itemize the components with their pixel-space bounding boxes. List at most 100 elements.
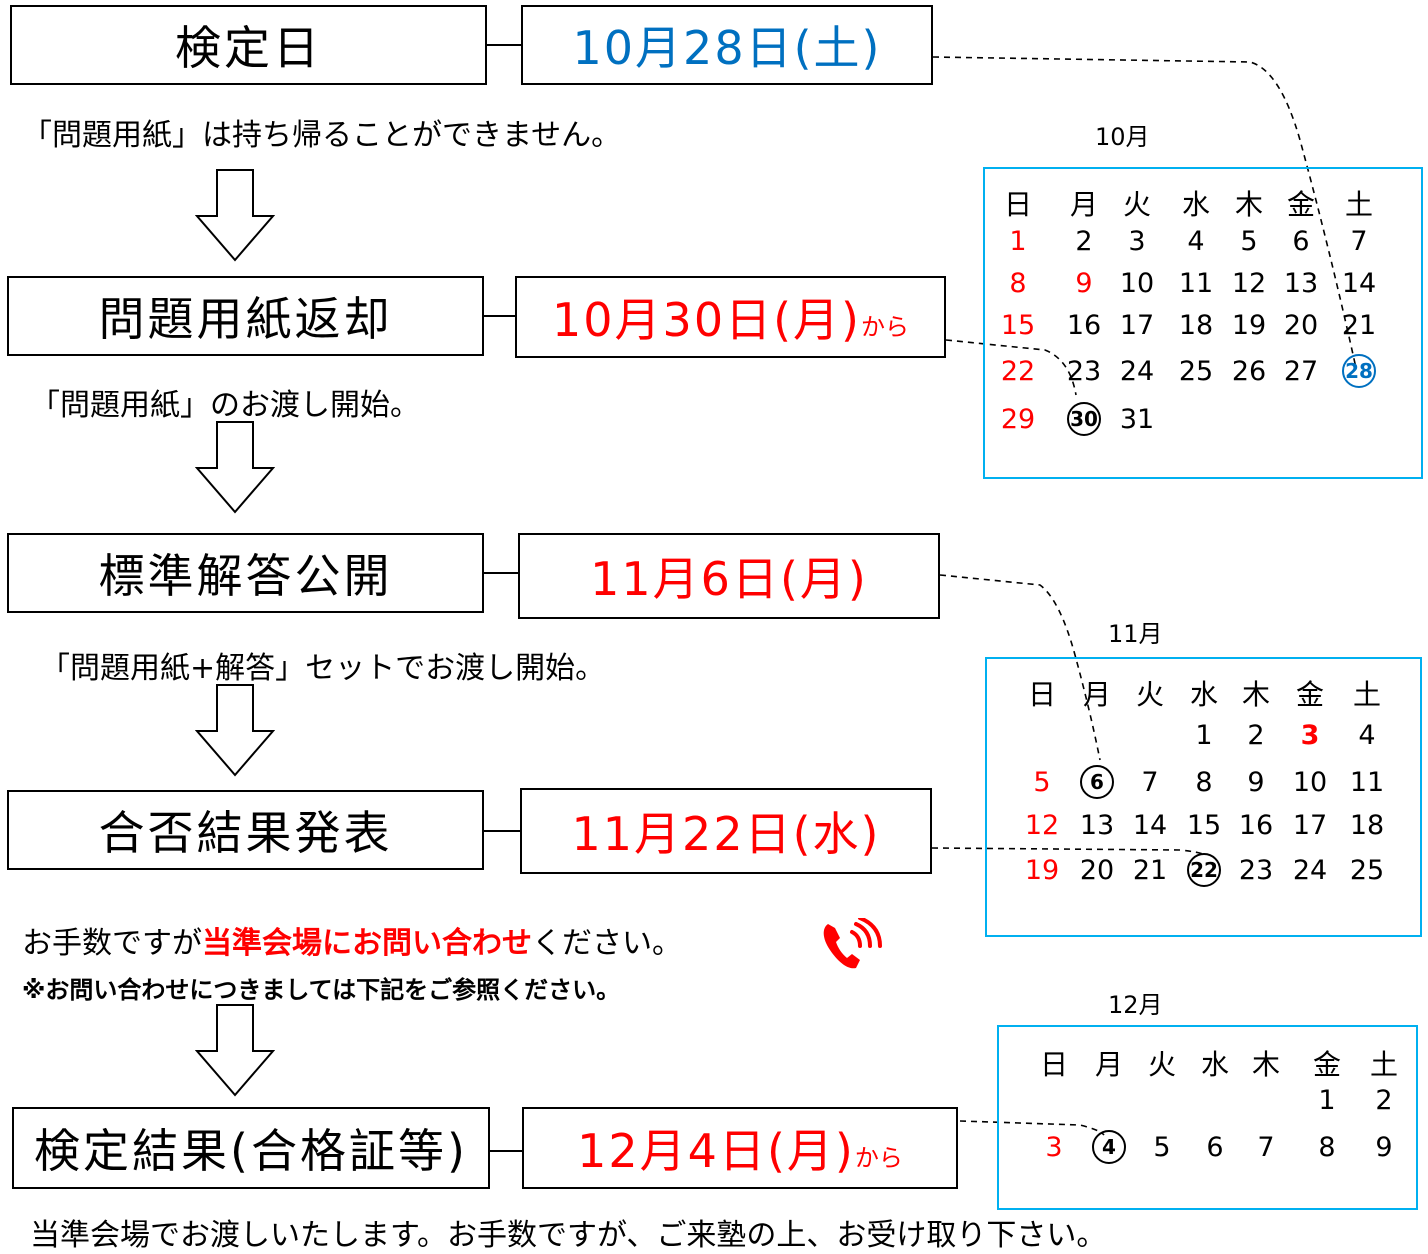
calendar-oct-title: 10月 [1095,123,1150,151]
highlighted-date-number: 30 [1067,402,1101,436]
step-paper-return-box: 問題用紙返却 [7,276,484,356]
calendar-day: 1 [1009,226,1027,257]
calendar-day: 3 [1045,1132,1063,1163]
calendar-day: 12 [1231,268,1267,299]
weekday-header: 水 [1200,1048,1229,1081]
step-exam-day-date-box: 10月28日(土) [521,5,933,85]
calendar-dec-title: 12月 [1108,991,1163,1019]
calendar-day: 14 [1132,810,1168,841]
calendar-day: 20 [1079,855,1115,886]
calendar-day: 1 [1195,720,1213,751]
weekday-header: 土 [1344,188,1373,221]
certificate-date: 12月4日(月) [577,1124,855,1178]
calendar-day: 7 [1141,767,1159,798]
down-arrow-icon [195,421,275,514]
connector-oct30 [945,339,1077,396]
highlighted-date-number: 28 [1342,354,1376,388]
step-exam-day-box: 検定日 [10,5,487,85]
note-inquiry-emphasis: 当準会場にお問い合わせ [202,926,532,961]
down-arrow-icon [195,684,275,777]
weekday-header: 日 [1003,188,1032,221]
calendar-day: 5 [1153,1132,1171,1163]
step-certificate-date-box: 12月4日(月) から [522,1107,958,1189]
weekday-header: 水 [1189,678,1218,711]
highlighted-date: 6 [1072,765,1122,799]
down-arrow-icon [195,169,275,262]
calendar-day: 2 [1075,226,1093,257]
calendar-day: 3 [1300,720,1320,751]
step-paper-return-date-box: 10月30日(月) から [515,276,946,358]
calendar-day: 8 [1009,268,1027,299]
weekday-header: 金 [1295,678,1324,711]
weekday-header: 火 [1122,188,1151,221]
calendar-day: 19 [1024,855,1060,886]
calendar-day: 13 [1079,810,1115,841]
calendar-day: 11 [1178,268,1214,299]
calendar-day: 12 [1024,810,1060,841]
calendar-day: 8 [1195,767,1213,798]
answer-release-date: 11月6日(月) [590,552,868,606]
calendar-day: 24 [1119,356,1155,387]
calendar-day: 31 [1119,404,1155,435]
calendar-day: 11 [1349,767,1385,798]
calendar-day: 6 [1206,1132,1224,1163]
weekday-header: 火 [1135,678,1164,711]
calendar-day: 9 [1375,1132,1393,1163]
certificate-suffix: から [854,1143,903,1172]
weekday-header: 日 [1039,1048,1068,1081]
calendar-day: 1 [1318,1085,1336,1116]
calendar-day: 10 [1119,268,1155,299]
calendar-day: 4 [1358,720,1376,751]
highlighted-date: 28 [1334,354,1384,388]
calendar-day: 9 [1075,268,1093,299]
note-no-takeaway: 「問題用紙」は持ち帰ることができません。 [22,118,622,153]
step-results-date-box: 11月22日(水) [520,788,932,874]
calendar-day: 16 [1066,310,1102,341]
calendar-day: 23 [1238,855,1274,886]
step-answer-release-box: 標準解答公開 [7,533,484,613]
paper-return-suffix: から [860,312,909,341]
paper-return-date: 10月30日(月) [552,293,861,347]
weekday-header: 金 [1312,1048,1341,1081]
weekday-header: 木 [1234,188,1263,221]
connector-line [487,44,523,46]
calendar-day: 3 [1128,226,1146,257]
calendar-oct [983,167,1423,479]
exam-day-date: 10月28日(土) [572,21,882,75]
weekday-header: 木 [1241,678,1270,711]
connector-line [490,1150,524,1152]
step-answer-release-label: 標準解答公開 [98,549,393,603]
calendar-day: 2 [1247,720,1265,751]
note-inquiry: お手数ですが当準会場にお問い合わせください。 [22,918,682,962]
calendar-day: 25 [1349,855,1385,886]
calendar-day: 5 [1240,226,1258,257]
results-date: 11月22日(水) [571,807,881,861]
step-certificate-label: 検定結果(合格証等) [34,1124,468,1178]
calendar-day: 20 [1283,310,1319,341]
calendar-day: 15 [1186,810,1222,841]
calendar-day: 6 [1292,226,1310,257]
calendar-day: 4 [1187,226,1205,257]
highlighted-date: 22 [1179,853,1229,887]
note-refer-below: ※お問い合わせにつきましては下記をご参照ください。 [22,976,621,1004]
step-results-label: 合否結果発表 [98,806,393,860]
calendar-day: 29 [1000,404,1036,435]
weekday-header: 金 [1286,188,1315,221]
calendar-day: 24 [1292,855,1328,886]
calendar-day: 16 [1238,810,1274,841]
calendar-day: 25 [1178,356,1214,387]
calendar-day: 17 [1292,810,1328,841]
step-certificate-box: 検定結果(合格証等) [12,1107,490,1189]
highlighted-date-number: 22 [1187,853,1221,887]
connector-oct28 [932,56,1357,369]
highlighted-date: 30 [1059,402,1109,436]
connector-line [484,830,522,832]
note-set-handover: 「問題用紙+解答」セットでお渡し開始。 [40,651,606,686]
calendar-day: 7 [1350,226,1368,257]
note-inquiry-post: ください。 [532,926,682,961]
note-inquiry-pre: お手数ですが [22,926,202,961]
calendar-day: 18 [1178,310,1214,341]
weekday-header: 土 [1352,678,1381,711]
calendar-nov-title: 11月 [1108,620,1163,648]
step-answer-release-date-box: 11月6日(月) [518,533,940,619]
